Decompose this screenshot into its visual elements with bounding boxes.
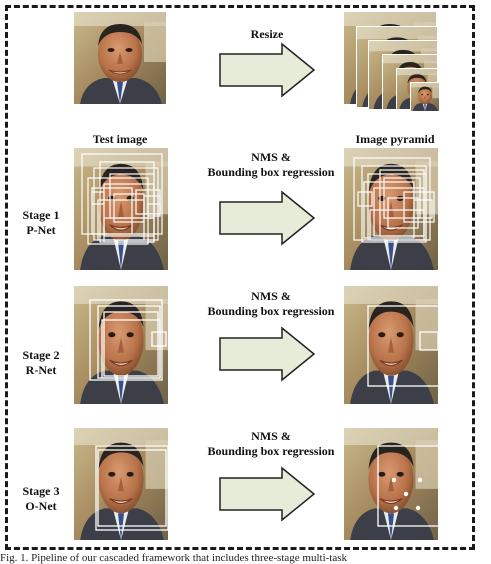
stage2-input-photo: [74, 286, 168, 404]
stage1-nms-line2: Bounding box regression: [207, 165, 335, 179]
stage3-output-photo: [344, 428, 438, 540]
stage1-nms-line1: NMS &: [251, 150, 291, 164]
stage1-label: Stage 1 P-Net: [10, 208, 72, 238]
arrow-resize: [218, 42, 316, 98]
stage2-nms-line1: NMS &: [251, 289, 291, 303]
stage1-name: Stage 1: [22, 208, 60, 222]
stage2-nms-line2: Bounding box regression: [207, 304, 335, 318]
stage3-landmarks: [391, 477, 423, 511]
stage1-input-photo: [74, 148, 168, 270]
stage2-output-boxes: [367, 305, 438, 387]
stage1-net: P-Net: [26, 223, 56, 237]
stage3-name: Stage 3: [22, 484, 60, 498]
pyramid-level-6: [410, 82, 440, 112]
test-image-label: Test image: [92, 132, 148, 146]
image-pyramid-label: Image pyramid: [355, 132, 435, 146]
stage2-nms-label: NMS & Bounding box regression: [196, 289, 346, 319]
figure-caption: Fig. 1. Pipeline of our cascaded framewo…: [0, 552, 348, 564]
stage2-name: Stage 2: [22, 348, 60, 362]
stage3-nms-line1: NMS &: [251, 429, 291, 443]
dashed-frame: [5, 5, 475, 550]
stage3-nms-line2: Bounding box regression: [207, 444, 335, 458]
stage2-input-boxes: [89, 299, 167, 381]
arrow-stage2: [218, 326, 316, 382]
arrow-stage1: [218, 190, 316, 246]
stage3-net: O-Net: [25, 499, 57, 513]
stage1-output-photo: [344, 148, 438, 270]
arrow-stage3: [218, 466, 316, 522]
stage1-output-boxes: [353, 157, 435, 243]
stage2-net: R-Net: [25, 363, 57, 377]
stage2-output-photo: [344, 286, 438, 404]
stage3-input-photo: [74, 428, 168, 540]
stage2-label: Stage 2 R-Net: [10, 348, 72, 378]
resize-label: Resize: [250, 27, 284, 41]
stage3-nms-label: NMS & Bounding box regression: [196, 429, 346, 459]
stage1-input-boxes: [81, 153, 163, 245]
image-pyramid: [344, 12, 464, 134]
test-image-photo: [74, 12, 166, 104]
stage3-output-box: [377, 445, 438, 527]
stage3-input-boxes: [95, 445, 168, 531]
stage3-label: Stage 3 O-Net: [10, 484, 72, 514]
stage1-nms-label: NMS & Bounding box regression: [196, 150, 346, 180]
